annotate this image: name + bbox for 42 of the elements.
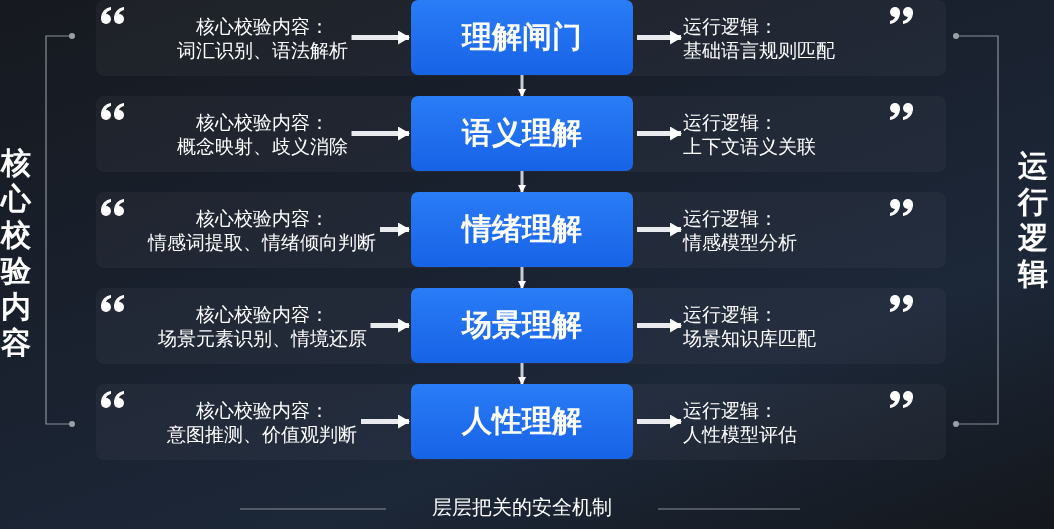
arrow [637, 414, 682, 429]
heading-text: 运行逻辑： [683, 302, 779, 326]
body-text: 概念映射、歧义消除 [176, 134, 348, 158]
heading-text: 运行逻辑： [683, 14, 779, 38]
arrow [351, 30, 410, 45]
process-box: 场景理解 [411, 288, 633, 363]
caption-text: 层层把关的安全机制 [431, 494, 613, 521]
body-text: 场景知识库匹配 [683, 326, 816, 350]
process-box: 人性理解 [411, 384, 633, 459]
heading-text: 运行逻辑： [683, 110, 779, 134]
body-text: 意图推测、价值观判断 [167, 422, 357, 446]
heading-text: 核心校验内容： [194, 302, 330, 326]
heading-text: 核心校验内容： [194, 398, 330, 422]
heading-text: 核心校验内容： [194, 110, 330, 134]
heading-text: 运行逻辑： [683, 398, 779, 422]
heading-text: 核心校验内容： [194, 206, 330, 230]
body-text: 基础语言规则匹配 [683, 38, 835, 62]
process-box: 情绪理解 [411, 192, 633, 267]
side-title: 核心校验内容 [0, 145, 32, 361]
arrow [637, 222, 682, 237]
arrow [518, 171, 526, 193]
side-title: 运行逻辑 [1017, 148, 1049, 292]
body-text: 上下文语义关联 [683, 134, 816, 158]
body-text: 情感模型分析 [683, 230, 797, 254]
arrow [518, 267, 526, 289]
arrow [637, 318, 682, 333]
arrow [380, 222, 410, 237]
arrow [361, 414, 410, 429]
heading-text: 运行逻辑： [683, 206, 779, 230]
arrow [518, 363, 526, 385]
arrow [351, 126, 410, 141]
process-box: 理解闸门 [411, 0, 633, 75]
arrow [518, 75, 526, 97]
heading-text: 核心校验内容： [194, 14, 330, 38]
body-text: 情感词提取、情绪倾向判断 [148, 230, 376, 254]
arrow [637, 30, 682, 45]
body-text: 词汇识别、语法解析 [176, 38, 348, 62]
body-text: 场景元素识别、情境还原 [157, 326, 367, 350]
process-box: 语义理解 [411, 96, 633, 171]
body-text: 人性模型评估 [683, 422, 797, 446]
arrow [370, 318, 410, 333]
arrow [637, 126, 682, 141]
